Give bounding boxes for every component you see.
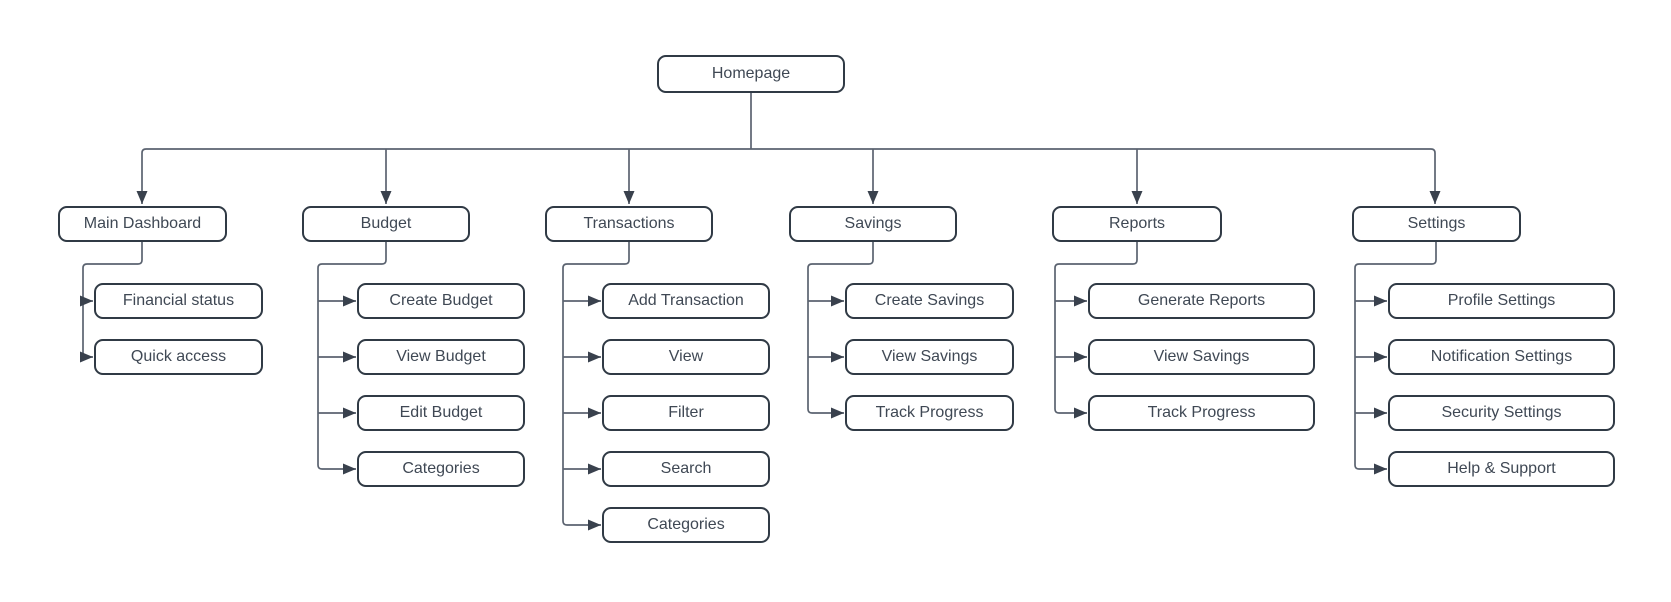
node-reports-view-savings[interactable]: View Savings [1088,339,1315,375]
node-transactions-view[interactable]: View [602,339,770,375]
node-main-dashboard[interactable]: Main Dashboard [58,206,227,242]
node-budget[interactable]: Budget [302,206,470,242]
node-homepage[interactable]: Homepage [657,55,845,93]
node-notification-settings[interactable]: Notification Settings [1388,339,1615,375]
node-transactions-search[interactable]: Search [602,451,770,487]
node-view-savings[interactable]: View Savings [845,339,1014,375]
node-reports-track-progress[interactable]: Track Progress [1088,395,1315,431]
node-savings[interactable]: Savings [789,206,957,242]
node-help-support[interactable]: Help & Support [1388,451,1615,487]
node-profile-settings[interactable]: Profile Settings [1388,283,1615,319]
node-view-budget[interactable]: View Budget [357,339,525,375]
node-add-transaction[interactable]: Add Transaction [602,283,770,319]
node-track-progress[interactable]: Track Progress [845,395,1014,431]
node-security-settings[interactable]: Security Settings [1388,395,1615,431]
node-edit-budget[interactable]: Edit Budget [357,395,525,431]
node-financial-status[interactable]: Financial status [94,283,263,319]
node-generate-reports[interactable]: Generate Reports [1088,283,1315,319]
node-transactions[interactable]: Transactions [545,206,713,242]
node-transactions-categories[interactable]: Categories [602,507,770,543]
node-transactions-filter[interactable]: Filter [602,395,770,431]
node-quick-access[interactable]: Quick access [94,339,263,375]
node-budget-categories[interactable]: Categories [357,451,525,487]
node-settings[interactable]: Settings [1352,206,1521,242]
node-create-savings[interactable]: Create Savings [845,283,1014,319]
node-create-budget[interactable]: Create Budget [357,283,525,319]
node-reports[interactable]: Reports [1052,206,1222,242]
